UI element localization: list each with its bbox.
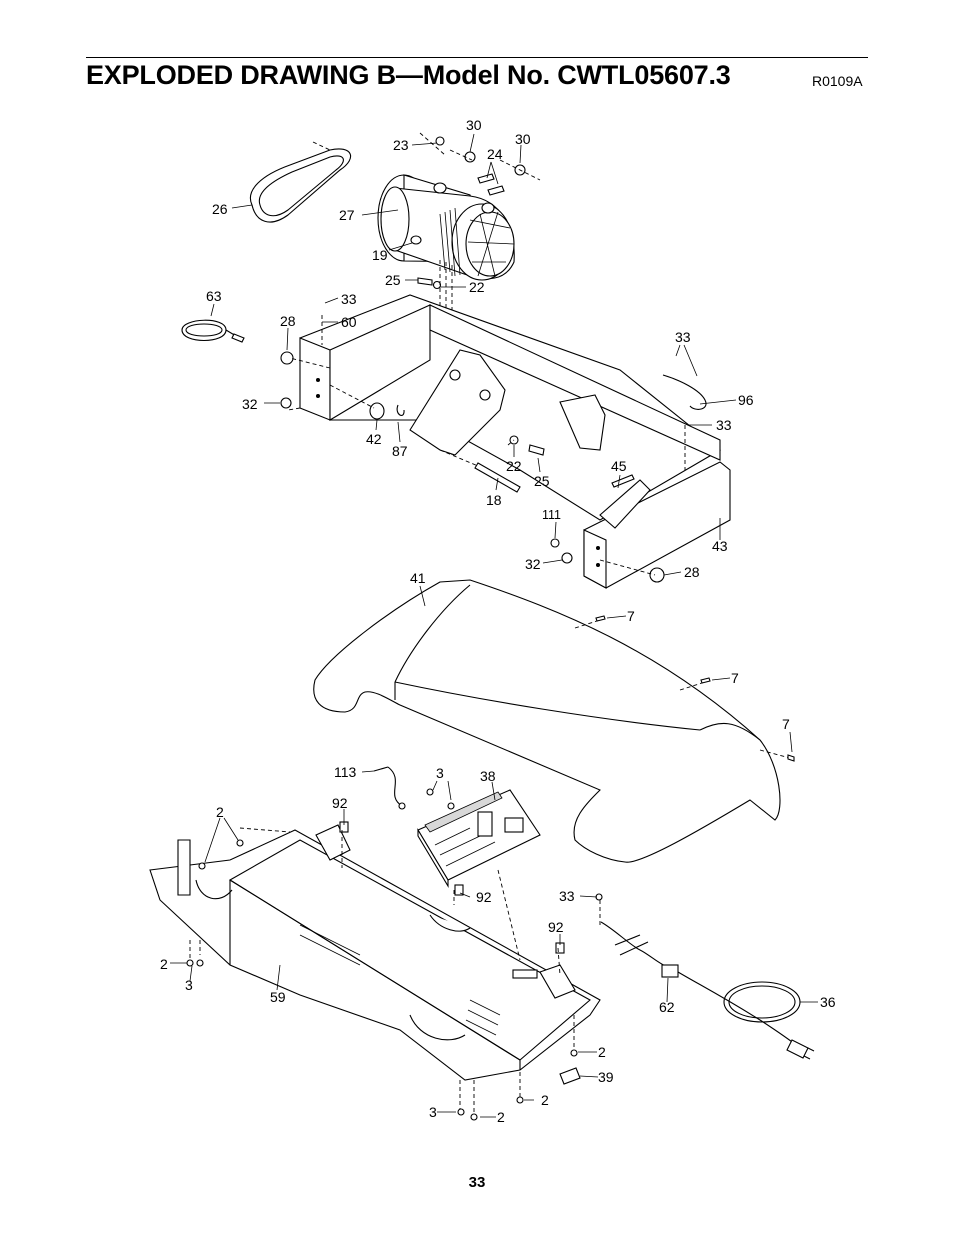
callout-62: 62: [659, 999, 675, 1015]
page-number: 33: [468, 1174, 486, 1191]
callout-18: 18: [486, 492, 502, 508]
callout-19: 19: [372, 247, 388, 263]
drawing-code: R0109A: [812, 73, 863, 89]
callout-96: 96: [738, 392, 754, 408]
callout-45: 45: [611, 458, 627, 474]
callout-27: 27: [339, 207, 355, 223]
callout-113: 113: [334, 764, 357, 780]
callout-92: 92: [476, 889, 492, 905]
callout-23: 23: [393, 137, 409, 153]
callout-92: 92: [548, 919, 564, 935]
callout-22: 22: [506, 458, 522, 474]
frame-small-parts: [181, 315, 707, 583]
callout-30: 30: [515, 131, 531, 147]
callout-43: 43: [712, 538, 728, 554]
motor-hood: [313, 579, 795, 863]
callout-2: 2: [541, 1092, 549, 1108]
callout-63: 63: [206, 288, 222, 304]
callout-59: 59: [270, 989, 286, 1005]
callout-32: 32: [525, 556, 541, 572]
callout-28: 28: [280, 313, 296, 329]
callout-42: 42: [366, 431, 382, 447]
leader-lines: [170, 133, 818, 1118]
callout-2: 2: [497, 1109, 505, 1125]
callout-60: 60: [341, 314, 357, 330]
base-pan-59: [149, 821, 601, 1115]
callout-33: 33: [675, 329, 691, 345]
callout-3: 3: [436, 765, 444, 781]
callout-32: 32: [242, 396, 258, 412]
motor: [377, 174, 515, 281]
callout-2: 2: [216, 804, 224, 820]
callout-39: 39: [598, 1069, 614, 1085]
callout-7: 7: [782, 716, 790, 732]
header-rule: [86, 57, 868, 58]
callout-33: 33: [716, 417, 732, 433]
callout-28: 28: [684, 564, 700, 580]
callout-25: 25: [385, 272, 401, 288]
callout-2: 2: [598, 1044, 606, 1060]
controller-board: [417, 789, 541, 888]
callout-25: 25: [534, 473, 550, 489]
drive-belt: [249, 148, 352, 223]
callout-24: 24: [487, 146, 503, 162]
callout-33: 33: [559, 888, 575, 904]
callout-33: 33: [341, 291, 357, 307]
callout-30: 30: [466, 117, 482, 133]
callout-22: 22: [469, 279, 485, 295]
callout-92: 92: [332, 795, 348, 811]
page-title: EXPLODED DRAWING B—Model No. CWTL05607.3: [86, 60, 731, 90]
callout-36: 36: [820, 994, 836, 1010]
callout-3: 3: [185, 977, 193, 993]
callout-38: 38: [480, 768, 496, 784]
callout-7: 7: [731, 670, 739, 686]
frame-43: [299, 294, 731, 589]
callout-7: 7: [627, 608, 635, 624]
callout-111: 111: [542, 508, 562, 522]
callout-3: 3: [429, 1104, 437, 1120]
callout-26: 26: [212, 201, 228, 217]
callout-87: 87: [392, 443, 408, 459]
callout-41: 41: [410, 570, 426, 586]
callout-2: 2: [160, 956, 168, 972]
